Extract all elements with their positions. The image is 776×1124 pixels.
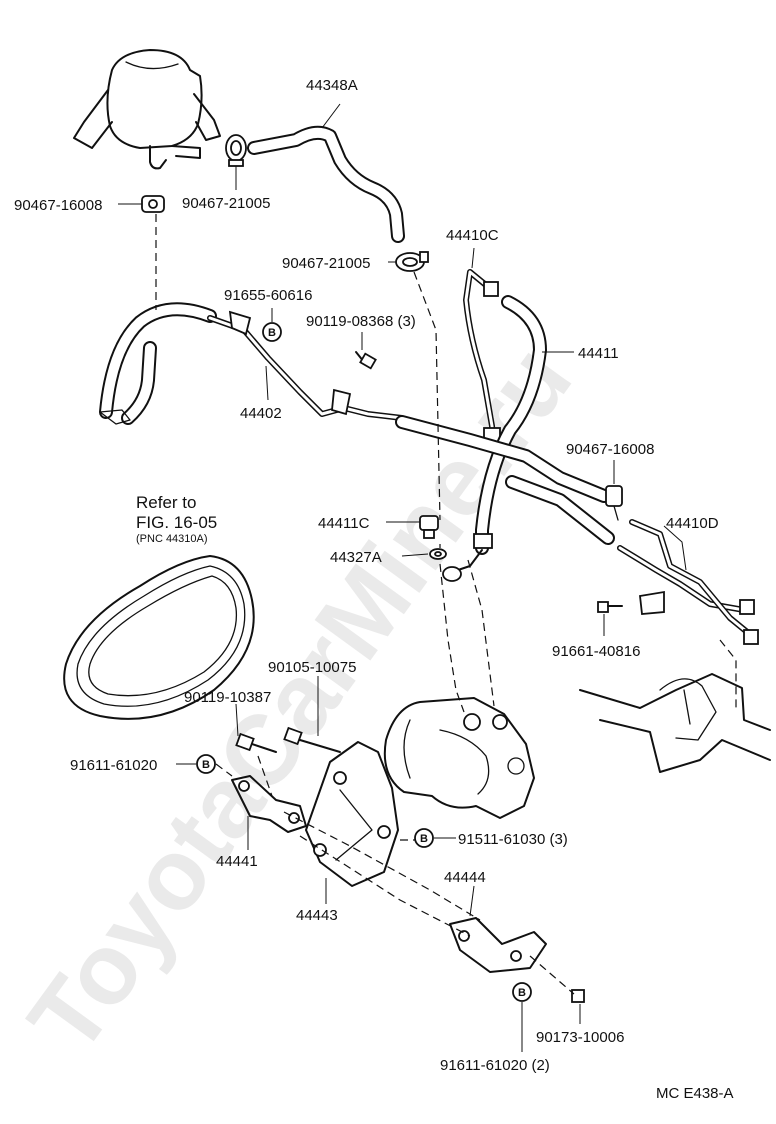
bolt-91661-40816 xyxy=(597,601,623,613)
badge-b-bottom-letter: B xyxy=(518,987,526,999)
label-90467-21005-lower: 90467-21005 xyxy=(282,255,370,272)
drive-belt xyxy=(63,555,255,720)
steering-gear xyxy=(579,673,771,773)
gasket-44327A xyxy=(429,548,447,560)
return-line-right xyxy=(395,415,615,545)
refer-line-1: Refer to xyxy=(136,493,196,512)
bolt-90119-10387 xyxy=(235,732,277,753)
label-44411: 44411 xyxy=(578,345,619,362)
leader-lines xyxy=(118,103,687,1052)
label-44444: 44444 xyxy=(444,869,486,886)
label-90105-10075: 90105-10075 xyxy=(268,659,356,676)
label-91511-61030: 91511-61030 (3) xyxy=(458,831,568,848)
label-44327A: 44327A xyxy=(330,549,382,566)
diagram-code: MC E438-A xyxy=(656,1085,734,1102)
part-labels: 44348A 90467-16008 90467-21005 90467-210… xyxy=(14,77,734,1102)
badge-b-right-letter: B xyxy=(420,833,428,845)
refer-line-2: FIG. 16-05 xyxy=(136,513,217,532)
clamp-90467-16008-right xyxy=(605,485,623,521)
hose-44348A xyxy=(247,125,405,243)
reservoir-tank xyxy=(73,49,221,170)
label-44348A: 44348A xyxy=(306,77,358,94)
union-bolt-44411C xyxy=(419,515,439,539)
label-44441: 44441 xyxy=(216,853,258,870)
label-90173-10006: 90173-10006 xyxy=(536,1029,624,1046)
return-hose-left xyxy=(99,302,217,425)
label-44411C: 44411C xyxy=(318,515,370,532)
bracket-44441 xyxy=(231,775,307,833)
assembly-lines xyxy=(155,214,737,995)
bracket-44444 xyxy=(449,917,547,973)
badge-b-left-letter: B xyxy=(202,759,210,771)
bolt-90119-08368 xyxy=(355,351,377,370)
badge-b-top-letter: B xyxy=(268,327,276,339)
label-90467-16008-right: 90467-16008 xyxy=(566,441,654,458)
label-91611-61020-left: 91611-61020 xyxy=(70,757,157,774)
clamp-90467-21005-top xyxy=(225,134,247,167)
badge-b-right: B xyxy=(414,828,434,848)
power-steering-pump xyxy=(383,697,535,819)
badge-b-bottom: B xyxy=(512,982,532,1002)
label-90119-08368: 90119-08368 (3) xyxy=(306,313,416,330)
bolt-90105-10075 xyxy=(283,726,341,753)
label-90119-10387: 90119-10387 xyxy=(184,689,271,706)
badge-b-top: B xyxy=(262,322,282,342)
label-44443: 44443 xyxy=(296,907,338,924)
badge-b-left: B xyxy=(196,754,216,774)
nut-90173-10006 xyxy=(571,989,585,1003)
label-91661-40816: 91661-40816 xyxy=(552,643,640,660)
clamp-90467-21005-lower xyxy=(395,251,429,272)
hose-44411 xyxy=(442,295,547,582)
label-44410C: 44410C xyxy=(446,227,499,244)
label-91655-60616: 91655-60616 xyxy=(224,287,312,304)
pipe-44402 xyxy=(207,310,405,421)
refer-line-3: (PNC 44310A) xyxy=(136,533,208,545)
clamp-90467-16008-left xyxy=(141,195,165,213)
label-44410D: 44410D xyxy=(666,515,719,532)
label-91611-61020-bottom: 91611-61020 (2) xyxy=(440,1057,550,1074)
bracket-44443 xyxy=(305,741,399,887)
label-90467-21005-top: 90467-21005 xyxy=(182,195,270,212)
label-44402: 44402 xyxy=(240,405,282,422)
label-90467-16008-left: 90467-16008 xyxy=(14,197,102,214)
pipe-44410D xyxy=(617,519,759,645)
